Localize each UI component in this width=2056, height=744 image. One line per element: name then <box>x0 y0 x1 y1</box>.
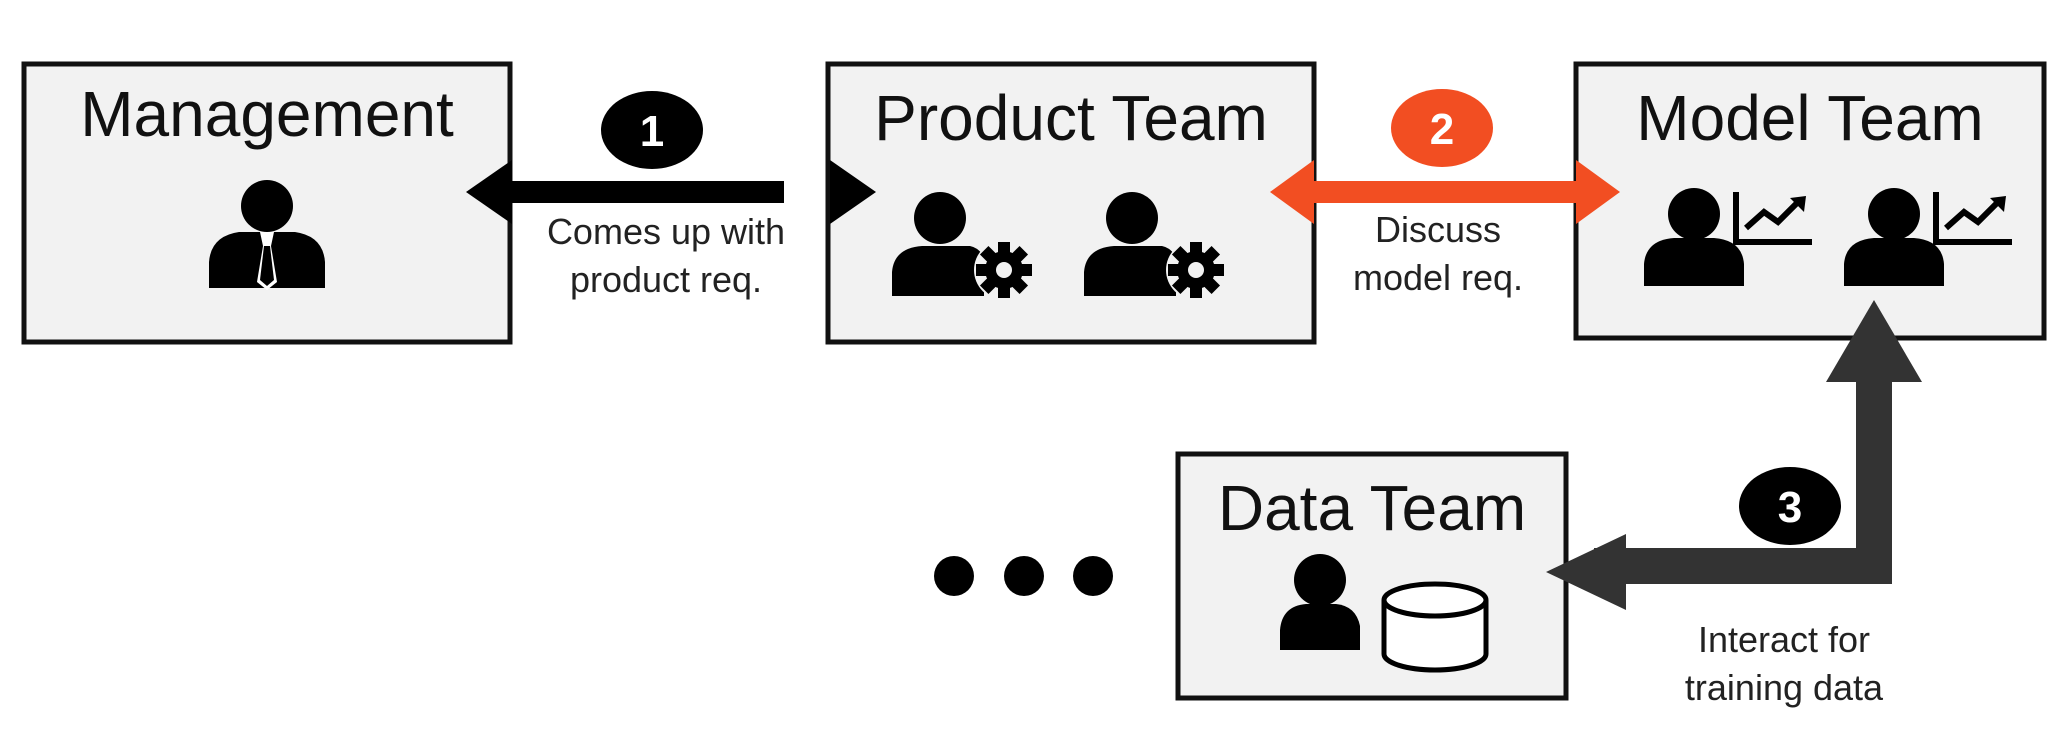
step-3-caption-line-2: training data <box>1685 667 1884 708</box>
step-2-badge: 2 <box>1391 89 1493 167</box>
model-team-title: Model Team <box>1636 82 1983 154</box>
step-3-caption-line-1: Interact for <box>1698 619 1870 660</box>
arrow-step-1 <box>466 160 876 224</box>
person-database-icon <box>1280 554 1489 673</box>
step-1-badge: 1 <box>601 91 703 169</box>
product-team-title: Product Team <box>874 82 1268 154</box>
step-2-caption-line-1: Discuss <box>1375 209 1501 250</box>
step-3-badge: 3 <box>1739 467 1841 545</box>
management-title: Management <box>80 78 454 150</box>
arrow-step-2 <box>1270 160 1620 224</box>
management-box: Management <box>21 61 513 345</box>
data-team-title: Data Team <box>1218 472 1526 544</box>
arrow-step-3 <box>1546 300 1922 610</box>
step-1-caption-line-1: Comes up with <box>547 211 785 252</box>
svg-text:2: 2 <box>1430 105 1454 154</box>
svg-text:3: 3 <box>1778 483 1802 532</box>
person-gear-icon <box>1084 192 1226 300</box>
svg-text:1: 1 <box>640 107 664 156</box>
data-team-box: Data Team <box>1175 451 1569 701</box>
model-team-box: Model Team <box>1573 61 2047 341</box>
person-chart-icon <box>1644 188 1812 286</box>
person-gear-icon <box>892 192 1034 300</box>
person-chart-icon <box>1844 188 2012 286</box>
continuation-dots <box>934 556 1113 596</box>
product-team-box: Product Team <box>825 61 1317 345</box>
step-1-caption-line-2: product req. <box>570 259 762 300</box>
step-2-caption-line-2: model req. <box>1353 257 1523 298</box>
person-tie-icon <box>209 180 325 290</box>
